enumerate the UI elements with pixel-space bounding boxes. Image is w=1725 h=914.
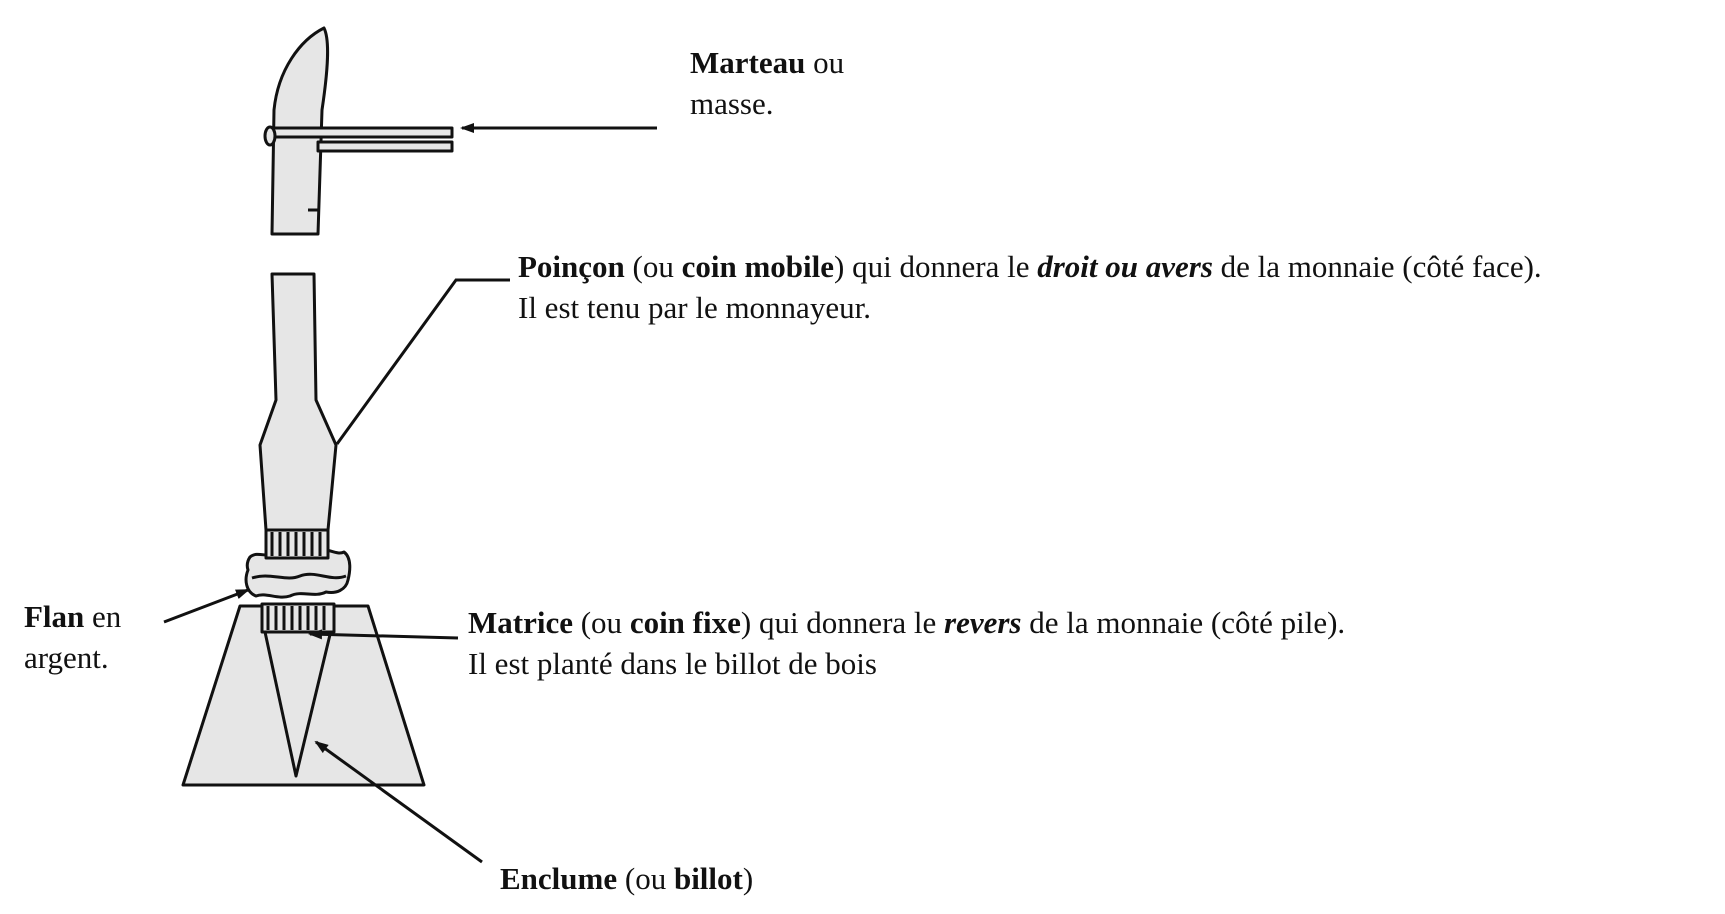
- fixed-die-head: [260, 602, 336, 634]
- label-blank-line2: argent.: [24, 640, 109, 675]
- label-blank-rest: en: [84, 599, 122, 634]
- label-anvil-t2: ): [742, 861, 754, 896]
- label-die-line2: Il est planté dans le billot de bois: [468, 646, 877, 681]
- label-anvil-term: Enclume: [500, 861, 618, 896]
- label-punch: Poinçon (ou coin mobile) qui donnera le …: [518, 246, 1542, 328]
- label-punch-t3: de la monnaie (côté face).: [1212, 249, 1542, 284]
- label-punch-side: droit ou avers: [1037, 249, 1213, 284]
- punch-body: [258, 272, 338, 532]
- label-die-t2: ) qui donnera le: [740, 605, 945, 640]
- punch-leader-line: [335, 278, 510, 445]
- label-anvil-t1: (ou: [617, 861, 674, 896]
- label-punch-term: Poinçon: [518, 249, 625, 284]
- label-punch-t2: ) qui donnera le: [834, 249, 1038, 284]
- label-anvil-alt: billot: [673, 861, 743, 896]
- label-die-t1: (ou: [572, 605, 630, 640]
- label-punch-line2: Il est tenu par le monnayeur.: [518, 290, 871, 325]
- label-hammer-rest: ou: [805, 45, 845, 80]
- hammer: [263, 26, 454, 236]
- label-die-alt: coin fixe: [629, 605, 741, 640]
- label-punch-alt: coin mobile: [681, 249, 835, 284]
- anvil-arrow: [314, 740, 483, 864]
- label-die-side: revers: [944, 605, 1022, 640]
- label-blank-term: Flan: [24, 599, 85, 634]
- label-die: Matrice (ou coin fixe) qui donnera le re…: [468, 602, 1345, 684]
- label-hammer: Marteau ou masse.: [690, 42, 844, 124]
- blank-arrow: [163, 588, 250, 624]
- label-anvil: Enclume (ou billot): [500, 858, 753, 899]
- label-blank: Flan en argent.: [24, 596, 121, 678]
- label-die-term: Matrice: [468, 605, 573, 640]
- label-die-t3: de la monnaie (côté pile).: [1021, 605, 1346, 640]
- label-hammer-line2: masse.: [690, 86, 774, 121]
- label-punch-t1: (ou: [624, 249, 682, 284]
- punch-head: [264, 528, 330, 560]
- die-arrow: [308, 629, 459, 640]
- label-hammer-term: Marteau: [690, 45, 806, 80]
